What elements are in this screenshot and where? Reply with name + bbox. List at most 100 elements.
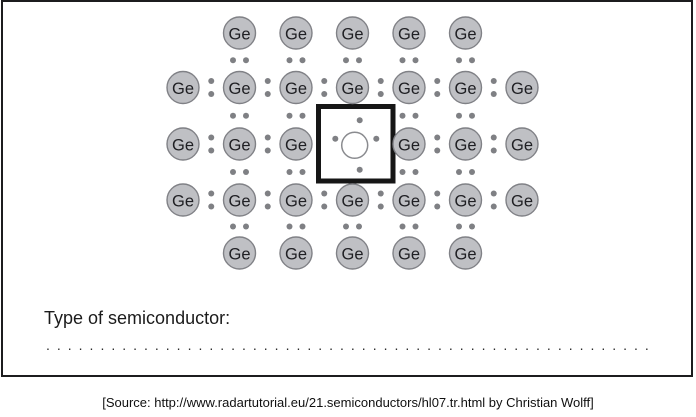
ge-atom [166, 70, 200, 105]
electron-pair-dot [321, 203, 328, 210]
electron-pair-dot [456, 223, 462, 230]
electron-pair-dot [230, 169, 236, 175]
electron-pair-dot [321, 91, 328, 97]
electron-pair-dot [434, 78, 441, 84]
electron-pair-dot [399, 112, 406, 119]
ge-atom-label: Ge [341, 245, 363, 263]
electron-pair-dot [377, 91, 384, 97]
vacancy-hole-circle [340, 131, 369, 160]
electron-pair-dot [264, 134, 271, 141]
ge-atom [166, 127, 200, 161]
ge-atom [505, 70, 539, 105]
ge-atom-label: Ge [398, 80, 420, 98]
electron-pair-dot [299, 57, 306, 64]
electron-pair-dot [343, 57, 349, 64]
ge-atom [448, 127, 483, 161]
ge-atom [392, 183, 426, 217]
electron-pair-dot [399, 169, 406, 175]
electron-pair-dot [434, 147, 441, 154]
ge-atom [222, 16, 257, 50]
electron-pair-dot [264, 78, 271, 84]
electron-pair-dot [434, 134, 441, 141]
ge-atom [279, 183, 313, 217]
electron-pair-dot [264, 91, 271, 97]
ge-atom-label: Ge [511, 80, 533, 98]
ge-atom-label: Ge [398, 245, 420, 263]
electron-pair-dot [208, 203, 215, 210]
ge-atom [279, 127, 313, 161]
source-citation: [Source: http://www.radartutorial.eu/21.… [102, 395, 594, 410]
ge-atom [222, 236, 257, 270]
ge-atom [392, 70, 426, 105]
ge-atom-label: Ge [398, 136, 420, 154]
ge-atom [505, 183, 539, 217]
electron-pair-dot [469, 223, 475, 230]
electron-pair-dot [456, 169, 462, 175]
ge-atom [392, 127, 426, 161]
electron-pair-dot [286, 169, 293, 175]
electron-pair-dot [321, 78, 328, 84]
ge-atom [335, 16, 370, 50]
ge-atom [448, 183, 483, 217]
ge-atom [279, 70, 313, 105]
electron-pair-dot [456, 112, 462, 119]
ge-atom [448, 236, 483, 270]
ge-atom [335, 183, 370, 217]
electron-pair-dot [490, 190, 497, 197]
electron-pair-dot [490, 147, 497, 154]
ge-atom-label: Ge [454, 192, 476, 210]
ge-atom-label: Ge [398, 25, 420, 43]
ge-atom [222, 70, 257, 105]
ge-atom-label: Ge [285, 136, 307, 154]
ge-atom-label: Ge [454, 80, 476, 98]
ge-atom-label: Ge [285, 80, 307, 98]
electron-pair-dot [299, 223, 306, 230]
ge-atom-label: Ge [341, 25, 363, 43]
electron-pair-dot [490, 91, 497, 97]
electron-pair-dot [264, 147, 271, 154]
ge-atom-label: Ge [285, 192, 307, 210]
ge-atom-label: Ge [511, 136, 533, 154]
electron-pair-dot [356, 57, 362, 64]
ge-atom [392, 236, 426, 270]
electron-pair-dot [286, 223, 293, 230]
electron-pair-dot [456, 57, 462, 64]
electron-pair-dot [377, 203, 384, 210]
ge-atom [279, 16, 313, 50]
electron-pair-dot [208, 91, 215, 97]
ge-atom-label: Ge [285, 25, 307, 43]
ge-atom [448, 16, 483, 50]
electron-pair-dot [490, 134, 497, 141]
ge-atom [392, 16, 426, 50]
electron-pair-dot [243, 169, 249, 175]
electron-pair-dot [299, 169, 306, 175]
electron-pair-dot [208, 78, 215, 84]
electron-pair-dot [286, 57, 293, 64]
electron-single-dot [332, 135, 339, 142]
electron-pair-dot [243, 112, 249, 119]
ge-atom-label: Ge [228, 245, 250, 263]
electron-pair-dot [412, 169, 419, 175]
ge-atom-label: Ge [228, 192, 250, 210]
ge-atom [222, 127, 257, 161]
ge-atom-label: Ge [285, 245, 307, 263]
vacancy-highlight-square [316, 104, 396, 184]
ge-atom-label: Ge [398, 192, 420, 210]
ge-atom [166, 183, 200, 217]
electron-pair-dot [208, 190, 215, 197]
electron-pair-dot [343, 223, 349, 230]
answer-dotted-line: ........................................… [46, 337, 656, 353]
electron-pair-dot [243, 57, 249, 64]
electron-pair-dot [412, 223, 419, 230]
electron-pair-dot [299, 112, 306, 119]
ge-atom-label: Ge [454, 136, 476, 154]
electron-pair-dot [434, 91, 441, 97]
ge-atom-label: Ge [228, 80, 250, 98]
electron-single-dot [356, 117, 363, 124]
ge-atom-label: Ge [454, 245, 476, 263]
electron-pair-dot [490, 203, 497, 210]
electron-pair-dot [356, 223, 362, 230]
electron-pair-dot [490, 78, 497, 84]
